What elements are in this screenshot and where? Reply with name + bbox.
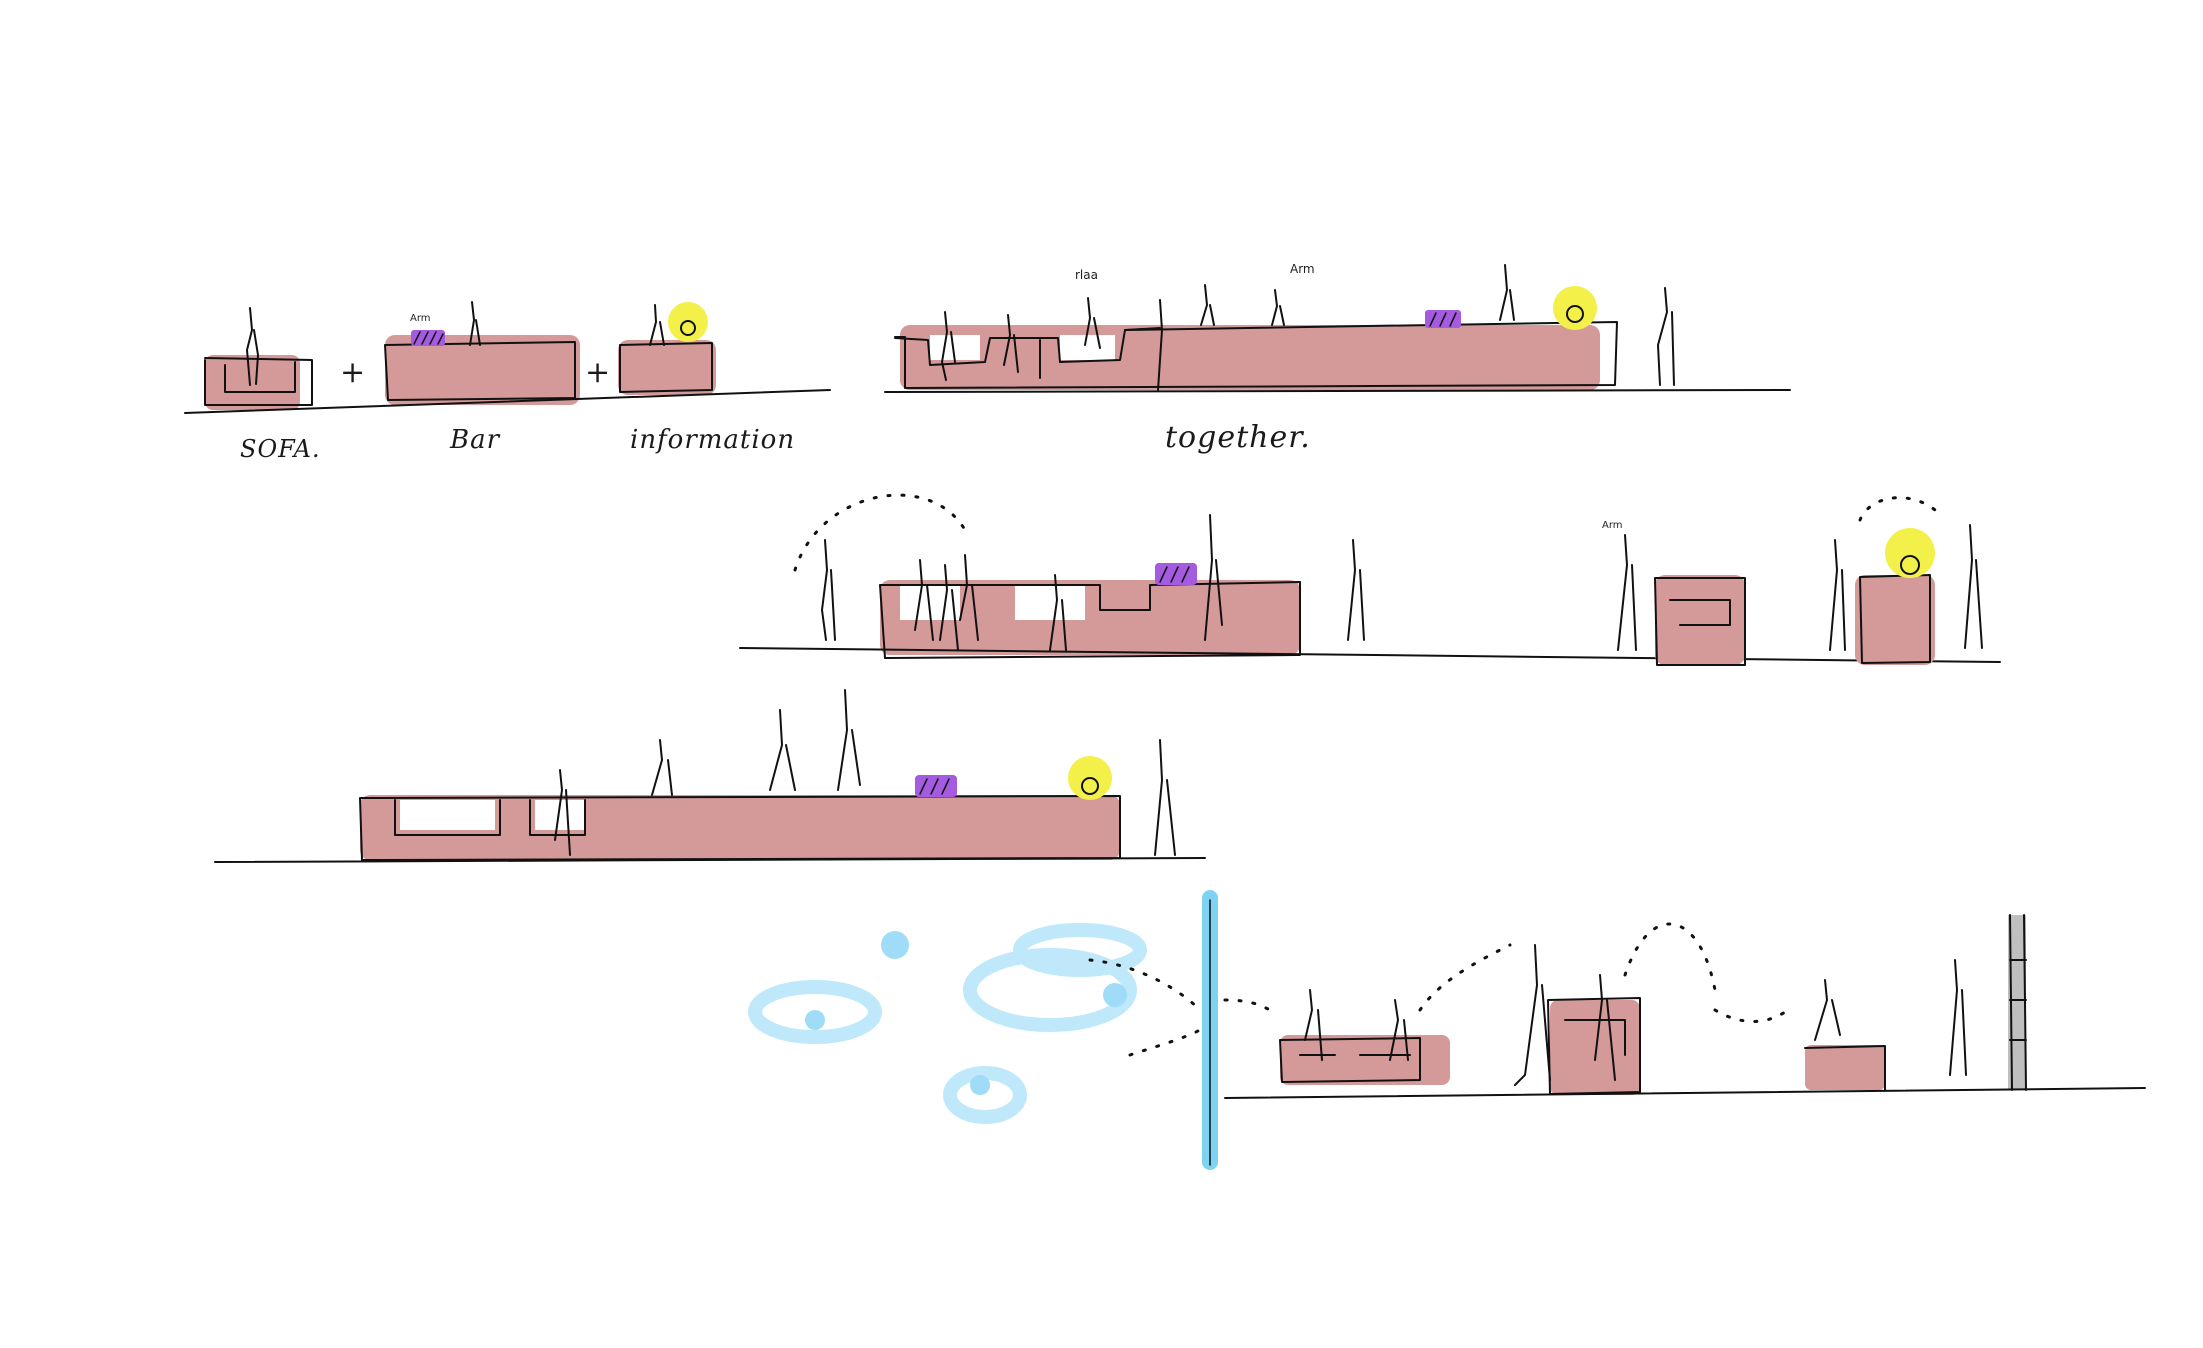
person-figure-icon: [554, 769, 571, 856]
person-figure-icon: [1964, 524, 1983, 649]
row4-bench-block: [1805, 1045, 1885, 1090]
person-figure-icon: [1003, 314, 1019, 373]
row4-sofa-block-1: [1280, 1035, 1450, 1085]
person-figure-icon: [1204, 514, 1223, 641]
information-block: [618, 340, 716, 395]
person-figure-icon: [1617, 534, 1637, 651]
person-figure-icon: [469, 301, 481, 346]
label-sofa: SOFA.: [240, 435, 321, 463]
together-composite: [884, 264, 1791, 393]
bar-display-hatch: [1429, 312, 1457, 327]
conversation-arc-2: [1858, 496, 1937, 522]
person-figure-icon: [1814, 979, 1841, 1041]
together-inner-line: [1039, 327, 1161, 379]
person-figure-icon: [1304, 989, 1323, 1061]
sofa-outline: [204, 357, 313, 406]
note-2: Arm: [1290, 262, 1315, 276]
row-section-2: [739, 493, 2001, 666]
together-outline: [894, 321, 1618, 389]
note-4: Arm: [1602, 520, 1623, 531]
information-light-icon: [1553, 286, 1597, 330]
row4-sofa-outline: [1279, 1037, 1421, 1083]
information-light-core: [1081, 777, 1099, 795]
person-figure-icon: [941, 311, 956, 381]
label-bar: Bar: [450, 425, 501, 455]
row2-sofa-block: [1655, 575, 1745, 665]
person-figure-icon: [1389, 999, 1409, 1061]
person-figure-icon: [1657, 287, 1675, 386]
row3-niche-1: [400, 800, 495, 830]
person-figure-icon: [1514, 944, 1551, 1086]
note-3: Arm: [410, 313, 431, 324]
note-1: rlaa: [1075, 268, 1098, 282]
bar-display-icon: [1155, 563, 1197, 585]
bar-display-hatch: [1159, 566, 1190, 583]
person-figure-icon: [1829, 539, 1846, 651]
bar-block: [385, 335, 580, 405]
cloud-icon: [748, 923, 1147, 1124]
person-figure-icon: [1200, 284, 1215, 326]
sofa-block: [205, 355, 300, 410]
row2-info-block: [1855, 575, 1935, 665]
conversation-arc-1: [793, 493, 967, 572]
cloud-accent: [805, 931, 1127, 1095]
information-outline: [619, 342, 713, 393]
information-light-icon: [1885, 528, 1935, 578]
person-figure-icon: [1049, 574, 1067, 651]
ground-line-1b: [884, 389, 1791, 393]
label-together: together.: [1165, 420, 1311, 455]
person-figure-icon: [1157, 299, 1163, 391]
ground-line-2: [739, 647, 2001, 663]
row4-sofa-block-2: [1550, 1000, 1640, 1095]
person-figure-icon: [1271, 289, 1285, 326]
conversation-arc-5: [1713, 1008, 1787, 1023]
bar-display-icon: [915, 775, 957, 797]
row2-niche-2: [1015, 585, 1085, 620]
row4-bench-outline: [1804, 1045, 1886, 1091]
ground-line-4: [1224, 1087, 2146, 1099]
information-light-core: [1900, 555, 1920, 575]
person-figure-icon: [1499, 264, 1515, 321]
row2-main-block: [880, 580, 1300, 655]
row2-sofa-outline: [1654, 577, 1746, 666]
row-components: [184, 301, 831, 414]
row-section-4: [748, 890, 2146, 1170]
row2-outline: [879, 581, 1301, 659]
person-figure-icon: [769, 709, 796, 791]
bar-outline: [384, 341, 576, 401]
person-figure-icon: [959, 554, 979, 641]
label-information: information: [630, 425, 796, 455]
spray-arc-left-2: [1128, 1028, 1202, 1057]
person-figure-icon: [651, 739, 673, 796]
person-figure-icon: [1154, 739, 1176, 856]
spray-arc-left: [1088, 958, 1202, 1012]
information-light-core: [680, 320, 696, 336]
person-figure-icon: [1594, 974, 1616, 1081]
person-figure-icon: [246, 307, 259, 386]
spray-arc-right: [1223, 998, 1272, 1012]
person-figure-icon: [649, 304, 665, 346]
person-figure-icon: [914, 559, 934, 641]
information-light-core: [1566, 305, 1584, 323]
ground-line-1a: [184, 389, 831, 414]
person-figure-icon: [821, 539, 836, 641]
ground-line-3: [214, 857, 1206, 863]
conversation-arc-4: [1623, 922, 1717, 992]
plus-sign-2: +: [585, 355, 612, 390]
person-figure-icon: [1347, 539, 1365, 641]
bar-display-hatch: [413, 331, 444, 345]
person-figure-icon: [837, 689, 861, 791]
plus-sign-1: +: [340, 355, 367, 390]
bar-display-hatch: [919, 778, 950, 795]
conversation-arc-3: [1418, 943, 1512, 1012]
column-outline: [2009, 914, 2027, 1091]
person-figure-icon: [1949, 959, 1967, 1076]
row-section-3: [214, 689, 1206, 863]
together-niche-2: [1060, 335, 1115, 360]
person-figure-icon: [1084, 297, 1101, 349]
person-figure-icon: [939, 564, 959, 651]
